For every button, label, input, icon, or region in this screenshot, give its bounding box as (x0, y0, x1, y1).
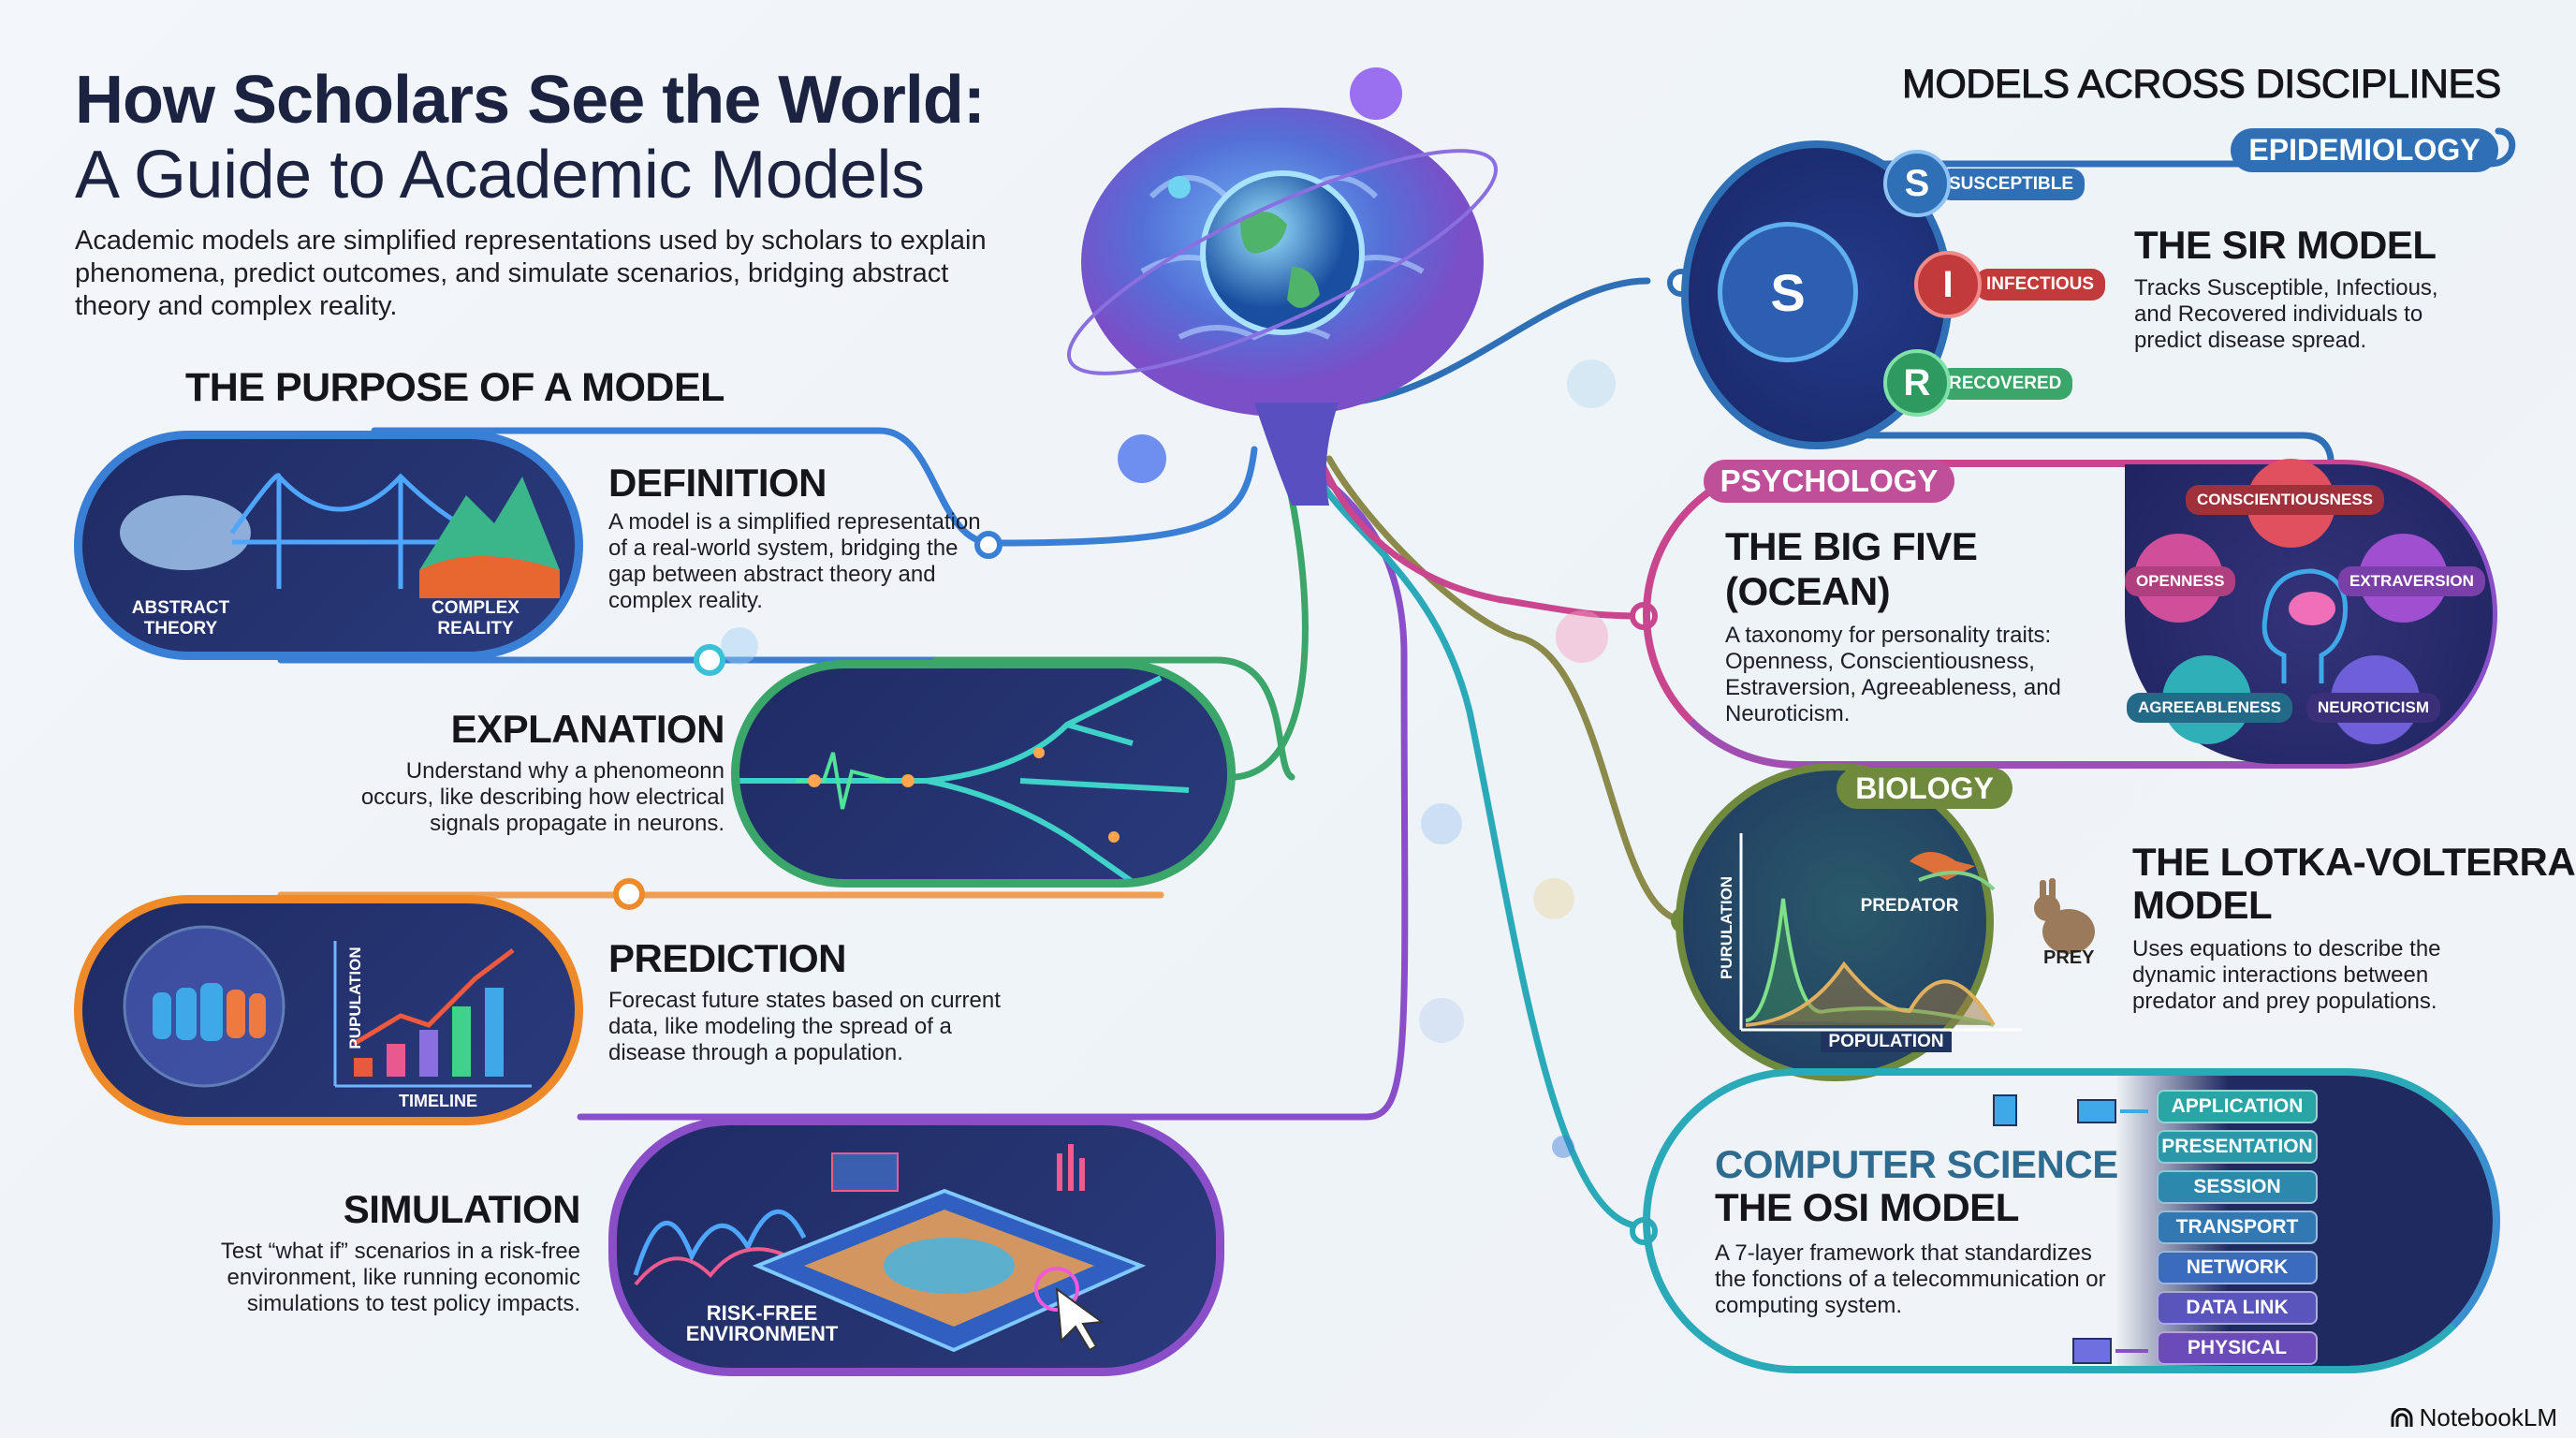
infectious-tag: INFECTIOUS (1975, 269, 2106, 301)
osi-layer-network: NETWORK (2157, 1251, 2318, 1284)
lotka-volterra-title-line2: MODEL (2132, 883, 2273, 927)
complex-reality-label: COMPLEX REALITY (432, 598, 520, 638)
simulation-title: SIMULATION (343, 1187, 581, 1231)
osi-layer-physical: PHYSICAL (2157, 1331, 2318, 1365)
chart-line (633, 1209, 807, 1276)
purpose-heading: THE PURPOSE OF A MODEL (185, 365, 724, 410)
definition-title: DEFINITION (608, 461, 827, 505)
population-axis-label: PUPULATION (346, 946, 364, 1049)
globe-icon (1200, 170, 1365, 335)
susceptible-tag: SUSCEPTIBLE (1938, 169, 2086, 200)
brain-globe-illustration (1067, 67, 1498, 506)
explanation-desc: Understand why a phenomeonn occurs, like… (360, 758, 724, 836)
sir-center-node: S (1718, 222, 1858, 362)
big-five-title: THE BIG FIVE(OCEAN) (1725, 524, 1978, 614)
computer-science-badge: COMPUTER SCIENCE (1715, 1142, 2118, 1186)
simulation-illustration: RISK-FREE ENVIRONMENT (608, 1117, 1224, 1376)
data-flow-icons (1993, 1094, 2148, 1364)
brand-name: NotebookLM (2419, 1403, 2557, 1431)
explanation-illustration (731, 660, 1236, 888)
sir-title: THE SIR MODEL (2134, 223, 2437, 267)
osi-layer-presentation: PRESENTATION (2157, 1130, 2318, 1164)
osi-layer-session: SESSION (2157, 1170, 2318, 1204)
head-brain-icon (2261, 568, 2349, 683)
trait-neuroticism: NEUROTICISM (2306, 693, 2440, 723)
biology-badge: BIOLOGY (1837, 768, 2012, 809)
trend-arrow-icon (352, 948, 515, 1047)
risk-free-label: RISK-FREE ENVIRONMENT (685, 1301, 839, 1345)
osi-title: THE OSI MODEL (1715, 1185, 2019, 1229)
population-curves (1739, 833, 2022, 1032)
psychology-card (1643, 460, 2497, 769)
recovered-node: R (1883, 349, 1951, 417)
trait-agreeableness: AGREEABLENESS (2127, 693, 2293, 723)
neuron-icon (739, 675, 1190, 879)
fox-icon (1910, 852, 1975, 880)
people-icon (153, 983, 266, 1041)
predator-label: PREDATOR (1860, 896, 1959, 916)
psychology-badge: PSYCHOLOGY (1704, 460, 1954, 503)
prediction-title: PREDICTION (608, 936, 847, 980)
hand-cursor-icon (1055, 1286, 1105, 1352)
orbit-sphere (1350, 67, 1402, 120)
big-five-title-line2: (OCEAN) (1725, 569, 1891, 613)
file-icon (1993, 1094, 2017, 1126)
biology-x-axis-label: POPULATION (1821, 1032, 1952, 1052)
definition-desc: A model is a simplified representation o… (608, 509, 981, 613)
big-five-title-line1: THE BIG FIVE (1725, 524, 1978, 568)
epidemiology-badge: EPIDEMIOLOGY (2231, 128, 2498, 172)
trait-openness: OPENNESS (2125, 566, 2236, 596)
sir-desc: Tracks Susceptible, Infectious, and Reco… (2134, 275, 2438, 353)
osi-desc: A 7-layer framework that standardizes th… (1715, 1240, 2106, 1318)
prediction-desc: Forecast future states based on current … (608, 988, 1001, 1065)
intro-text: Academic models are simplified represent… (75, 226, 987, 321)
disciplines-heading: MODELS ACROSS DISCIPLINES (1902, 62, 2502, 108)
notebooklm-brand: NotebookLM (2390, 1403, 2557, 1432)
prey-label: PREY (2043, 947, 2095, 968)
trait-conscientiousness: CONSCIENTIOUSNESS (2186, 485, 2384, 515)
susceptible-node: S (1883, 150, 1951, 217)
osi-layer-application: APPLICATION (2157, 1090, 2318, 1123)
osi-layer-data-link: DATA LINK (2157, 1291, 2318, 1325)
recovered-tag: RECOVERED (1938, 368, 2073, 400)
timeline-axis-label: TIMELINE (399, 1092, 477, 1110)
lotka-volterra-diagram (1676, 763, 1994, 1081)
biology-y-axis-label: PURULATION (1718, 875, 1735, 980)
bridge-icon (229, 473, 477, 589)
osi-card (1643, 1068, 2500, 1373)
abstract-theory-label: ABSTRACT THEORY (131, 598, 230, 638)
lotka-volterra-desc: Uses equations to describe the dynamic i… (2132, 936, 2441, 1014)
explanation-title: EXPLANATION (450, 707, 725, 751)
rabbit-icon (2034, 878, 2095, 954)
infectious-node: I (1914, 251, 1982, 318)
simulation-desc: Test “what if” scenarios in a risk-free … (220, 1239, 580, 1316)
prediction-illustration: PUPULATION TIMELINE (74, 895, 583, 1125)
osi-layer-transport: TRANSPORT (2157, 1211, 2318, 1244)
trait-extraversion: EXTRAVERSION (2338, 566, 2485, 596)
page-title: How Scholars See the World: (75, 63, 986, 138)
mountain-icon (419, 477, 560, 570)
page-subtitle: A Guide to Academic Models (75, 138, 925, 213)
packet-icon (2072, 1338, 2112, 1364)
cloud-icon (120, 495, 251, 570)
definition-illustration: ABSTRACT THEORY COMPLEX REALITY (74, 431, 583, 660)
lotka-volterra-title-line1: THE LOTKA-VOLTERRA (2132, 840, 2576, 884)
packet-icon (2077, 1099, 2116, 1123)
notebooklm-logo-icon (2391, 1407, 2413, 1427)
big-five-desc: A taxonomy for personality traits: Openn… (1725, 623, 2061, 726)
